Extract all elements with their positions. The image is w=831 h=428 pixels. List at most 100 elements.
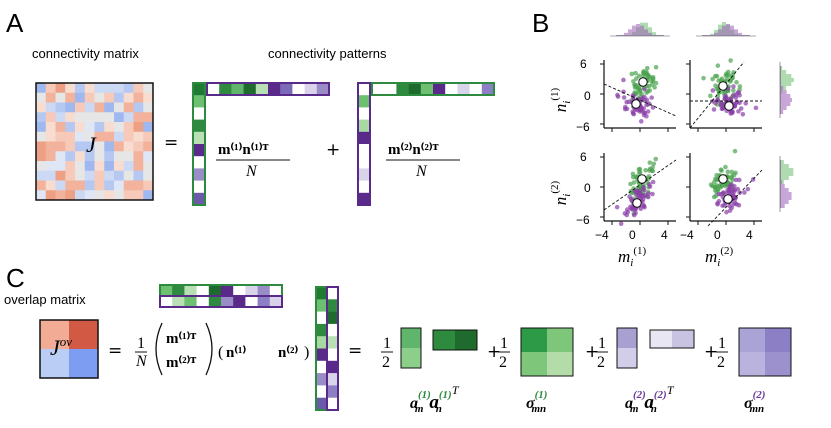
vector-cell: [193, 180, 205, 194]
half-1: 1 2: [381, 335, 393, 371]
histogram-bar: [780, 94, 791, 98]
matrix-cell: [143, 161, 154, 172]
overlap-matrix-heatmap: Jov: [39, 319, 99, 379]
matrix-cell: [114, 170, 125, 181]
matrix-cell: [65, 151, 76, 162]
scatter-point: [644, 90, 649, 95]
histogram-bar: [780, 164, 781, 168]
scatter-point: [731, 84, 736, 89]
scatter-point: [726, 69, 731, 75]
matrix-cell: [75, 83, 86, 94]
matrix-cell: [45, 92, 56, 103]
matrix-cell: [133, 131, 144, 142]
scatter-point: [721, 191, 727, 196]
histogram-bar: [780, 200, 789, 204]
scatter-point: [631, 93, 636, 99]
matrix-cell: [84, 102, 95, 113]
matrix-cell: [55, 102, 66, 113]
vector-cell: [457, 83, 470, 95]
scatter-m1-n2: [600, 153, 677, 227]
ylabel-n2: ni(2): [549, 180, 573, 205]
scatter-point: [728, 175, 734, 181]
histogram-bar: [722, 25, 726, 36]
scatter-point: [615, 92, 620, 98]
matrix-cell: [36, 131, 47, 142]
svg-text:ni(2): ni(2): [549, 180, 573, 205]
scatter-point: [637, 109, 643, 114]
histogram-bar: [632, 25, 636, 36]
svg-text:2: 2: [717, 354, 725, 371]
scatter-point: [647, 88, 653, 93]
vector-cell: [184, 285, 197, 296]
scatter-point: [715, 201, 720, 206]
one-over-n: 1 N: [135, 335, 148, 370]
ylabel-n1: ni(1): [549, 87, 573, 112]
matrix-cell: [65, 180, 76, 191]
panel-letter-a: A: [6, 8, 24, 38]
scatter-point: [727, 185, 733, 190]
connectivity-patterns-label: connectivity patterns: [268, 46, 387, 61]
vector-cell: [433, 83, 446, 95]
plus-sign-c2: +: [585, 342, 599, 362]
matrix-cell: [84, 112, 95, 123]
histogram-bar: [730, 25, 734, 36]
vector-cell: [316, 336, 327, 349]
matrix-cell: [65, 112, 76, 123]
matrix-cell: [94, 112, 105, 123]
scatter-point: [644, 102, 649, 108]
svg-text:1: 1: [500, 335, 508, 352]
vector-cell: [172, 296, 185, 307]
scatter-point: [701, 75, 706, 81]
am1-an1-visual: [400, 327, 478, 369]
scatter-point: [637, 166, 643, 172]
scatter-point: [725, 169, 731, 175]
vector-cell: [327, 360, 338, 374]
histogram-bar: [714, 32, 718, 36]
matrix-cell: [143, 122, 154, 133]
matrix-cell: [36, 161, 47, 172]
matrix-cell: [104, 161, 115, 172]
vector-cell: [358, 119, 370, 133]
matrix-cell: [143, 131, 154, 142]
scatter-point: [729, 205, 735, 211]
vector-cell: [196, 285, 210, 296]
plus-sign-c3: +: [704, 342, 718, 362]
scatter-point: [646, 75, 652, 80]
matrix-cell: [94, 190, 105, 201]
matrix-cell: [104, 102, 115, 113]
vector-cell: [316, 83, 330, 95]
histogram-bar: [780, 180, 782, 184]
scatter-point: [716, 191, 721, 197]
histogram-bar: [780, 204, 785, 208]
matrix-cell: [36, 180, 47, 191]
scatter-point: [720, 106, 725, 111]
scatter-point: [629, 71, 635, 77]
scatter-point: [642, 187, 647, 193]
matrix-cell: [133, 141, 144, 152]
svg-text:n⁽¹⁾: n⁽¹⁾: [226, 345, 247, 361]
scatter-point: [742, 190, 747, 195]
vector-cell: [327, 311, 338, 325]
xtick-m4-col2: −4: [680, 228, 694, 242]
histogram-bar: [644, 29, 648, 36]
scatter-point: [631, 180, 637, 185]
vector-cell: [269, 296, 283, 307]
vector-cell: [160, 296, 173, 307]
scatter-point: [644, 65, 650, 71]
matrix-cell: [75, 92, 86, 103]
scatter-point: [714, 172, 719, 178]
matrix-cell: [36, 92, 47, 103]
matrix-cell: [65, 161, 76, 172]
scatter-point: [650, 191, 655, 197]
histogram-bar: [718, 29, 722, 36]
vector-cell: [327, 287, 338, 300]
histogram-bar: [780, 90, 787, 94]
matrix-cell: [94, 170, 105, 181]
matrix-cell: [133, 170, 144, 181]
scatter-point: [715, 63, 721, 68]
scatter-point: [646, 181, 652, 187]
matrix-cell: [75, 131, 86, 142]
matrix-cell: [114, 131, 125, 142]
matrix-cell: [75, 122, 86, 133]
histogram-bar: [780, 172, 781, 176]
